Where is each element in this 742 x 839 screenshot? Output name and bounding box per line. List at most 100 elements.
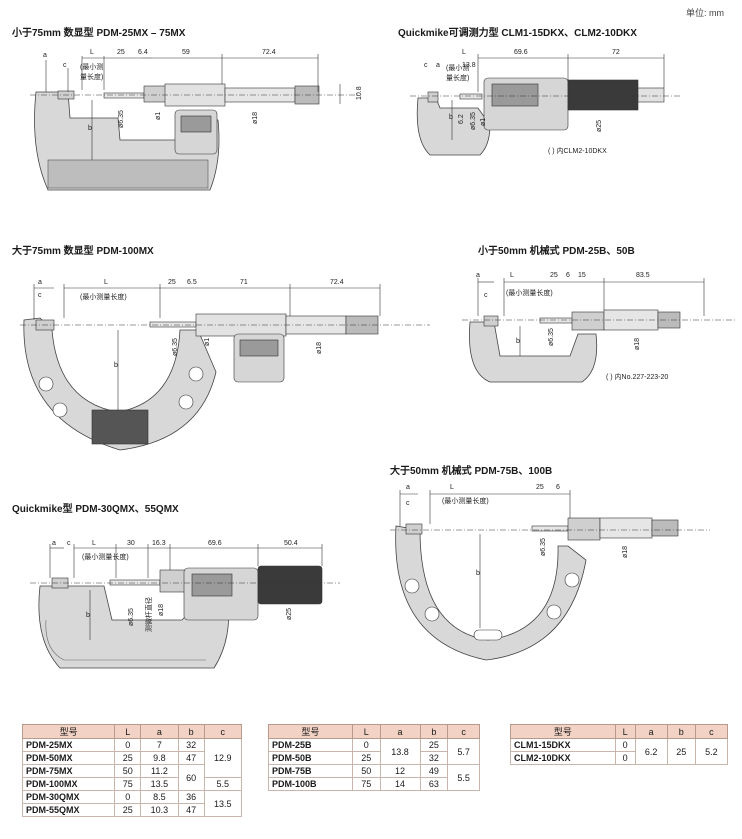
t2-L: 50 [351, 764, 381, 778]
p5-dim-25: 25 [536, 484, 544, 491]
t1-b: 47 [177, 803, 205, 817]
p6-dim-50-4: 50.4 [284, 540, 298, 547]
t2-L: 25 [351, 751, 381, 765]
unit-label: 单位: mm [686, 8, 724, 18]
p2-note-paren: ( ) 内CLM2-10DKX [548, 148, 607, 155]
p5-dim-L: L [450, 484, 454, 491]
t2-b: 25 [419, 738, 449, 752]
t3-model: CLM1-15DKX [510, 738, 616, 752]
t1-model: PDM-25MX [21, 738, 116, 752]
p3-dim-72-4: 72.4 [330, 279, 344, 286]
t1-model: PDM-75MX [21, 764, 116, 778]
t2-model: PDM-50B [268, 751, 353, 765]
p2-dim-72: 72 [612, 49, 620, 56]
p4-dim-a: a [476, 272, 480, 279]
t1-header-b: b [177, 724, 205, 739]
t2-a-merged: 13.8 [379, 738, 421, 765]
p4-dim-L: L [510, 272, 514, 279]
p4-note-min-length: (最小测量长度) [506, 290, 553, 297]
p3-dim-L: L [104, 279, 108, 286]
p5-dim-6: 6 [556, 484, 560, 491]
t1-c-merged-1: 12.9 [203, 738, 243, 778]
p3-dim-c: c [38, 292, 42, 299]
p6-dim-dia635: ø6.35 [128, 608, 135, 626]
t3-model: CLM2-10DKX [510, 751, 616, 765]
p4-dim-6: 6 [566, 272, 570, 279]
p6-dim-69-6: 69.6 [208, 540, 222, 547]
p3-dim-71: 71 [240, 279, 248, 286]
panel6-title: Quickmike型 PDM-30QMX、55QMX [12, 504, 179, 515]
t2-L: 75 [351, 777, 381, 791]
t1-L: 25 [114, 803, 142, 817]
panel3-title: 大于75mm 数显型 PDM-100MX [12, 246, 154, 257]
p4-dim-83-5: 83.5 [636, 272, 650, 279]
panel1-title: 小于75mm 数显型 PDM-25MX – 75MX [12, 28, 186, 39]
t1-a: 7 [140, 738, 179, 752]
p1-dim-c: c [63, 62, 67, 69]
spec-table-digital: 型号 L a b c PDM-25MX 0 7 32 12.9 PDM-50MX… [21, 724, 243, 817]
t2-L: 0 [351, 738, 381, 752]
p6-note-min-length: (最小测量长度) [82, 554, 129, 561]
p1-note-min-length: (最小测量长度) [80, 64, 104, 81]
p2-dim-c: c [424, 62, 428, 69]
t1-b: 47 [177, 751, 205, 765]
t3-header-a: a [634, 724, 668, 739]
t2-header-L: L [351, 724, 381, 739]
t1-model: PDM-55QMX [21, 803, 116, 817]
p5-dim-b: b [476, 570, 480, 577]
t1-a: 9.8 [140, 751, 179, 765]
table-row: PDM-100B 75 14 63 [268, 777, 480, 791]
t1-L: 25 [114, 751, 142, 765]
t1-a: 8.5 [140, 790, 179, 804]
t2-b: 63 [419, 777, 449, 791]
p3-dim-6-5: 6.5 [187, 279, 197, 286]
p3-dim-b: b [114, 362, 118, 369]
t1-a: 11.2 [140, 764, 179, 778]
t1-b-merged: 60 [177, 764, 205, 791]
p5-note-min-length: (最小测量长度) [442, 498, 489, 505]
p1-dim-L: L [90, 49, 94, 56]
t2-header-a: a [379, 724, 421, 739]
p3-dim-a: a [38, 279, 42, 286]
panel5-title: 大于50mm 机械式 PDM-75B、100B [390, 466, 553, 477]
table-row: PDM-100MX 75 13.5 5.5 [21, 777, 243, 791]
p6-dim-c: c [67, 540, 71, 547]
t2-header-b: b [419, 724, 449, 739]
t1-L: 0 [114, 738, 142, 752]
p1-dim-25: 25 [117, 49, 125, 56]
panel2-title: Quickmike可调测力型 CLM1-15DKX、CLM2-10DKX [398, 28, 637, 39]
p6-dim-L: L [92, 540, 96, 547]
p1-dim-6-4: 6.4 [138, 49, 148, 56]
t1-a: 10.3 [140, 803, 179, 817]
p1-dim-72-4: 72.4 [262, 49, 276, 56]
p1-dim-a: a [43, 52, 47, 59]
p1-dim-b: b [88, 125, 92, 132]
t3-b-merged: 25 [666, 738, 696, 765]
table-row: PDM-55QMX 25 10.3 47 [21, 803, 242, 817]
table-row: PDM-75B 50 12 49 5.5 [268, 764, 480, 791]
p6-dim-16-3: 16.3 [152, 540, 166, 547]
p6-dim-dia25: ø25 [286, 607, 293, 620]
t3-L: 0 [614, 751, 636, 765]
p2-dim-69-6: 69.6 [514, 49, 528, 56]
p6-dim-a: a [52, 540, 56, 547]
t1-b: 32 [177, 738, 205, 752]
t1-model: PDM-50MX [21, 751, 116, 765]
table-row: PDM-50B 25 32 [268, 751, 480, 765]
p6-note-spindle-dia: 测微杆直径 [146, 597, 153, 632]
p2-dim-L: L [462, 49, 466, 56]
t2-b: 49 [419, 764, 449, 778]
p2-dim-a: a [436, 62, 440, 69]
panel4-title: 小于50mm 机械式 PDM-25B、50B [478, 246, 635, 257]
p6-dim-b: b [86, 612, 90, 619]
t1-model: PDM-30QMX [21, 790, 116, 804]
p3-note-min-length: (最小测量长度) [80, 294, 127, 301]
p2-dim-13-8: 13.8 [462, 62, 476, 69]
table-row: PDM-25MX 0 7 32 12.9 [21, 738, 243, 778]
spec-table-quickmike: 型号 L a b c CLM1-15DKX 0 6.2 25 5.2 CLM2-… [510, 724, 729, 765]
p1-dim-59: 59 [182, 49, 190, 56]
